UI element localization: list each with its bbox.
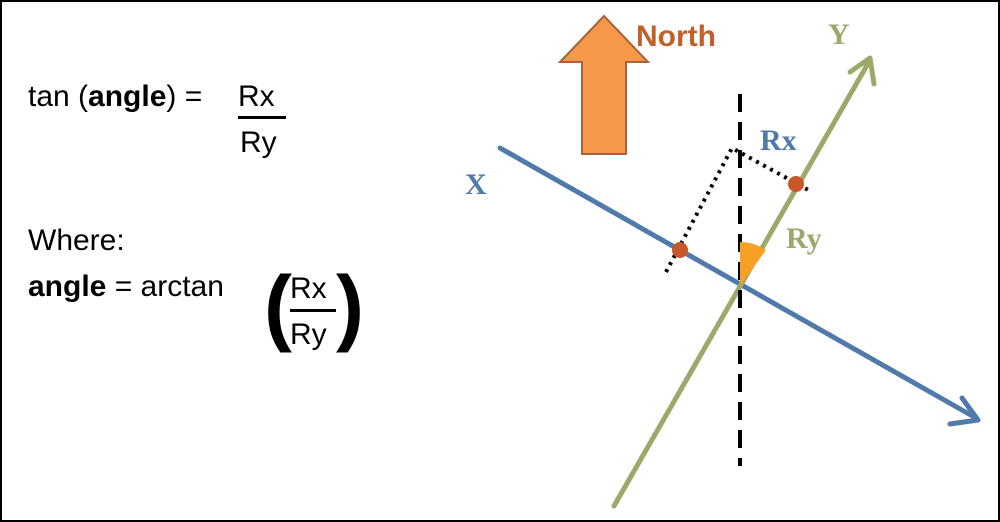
arctan-middle: = arctan — [106, 270, 224, 303]
y-projection-point — [788, 176, 804, 192]
x-axis-line — [497, 145, 979, 421]
ry-label: Ry — [786, 222, 822, 255]
where-label: Where: — [28, 224, 125, 257]
north-label: North — [636, 20, 716, 53]
arctan-formula: angle = arctan — [28, 270, 224, 304]
tan-suffix: ) = — [166, 80, 203, 113]
arctan-fraction-bar — [290, 309, 336, 312]
angle-wedge-icon — [740, 242, 766, 286]
y-axis-label: Y — [828, 18, 850, 51]
x-axis-arrowhead — [947, 395, 981, 427]
arctan-numerator: Rx — [290, 272, 327, 305]
tan-prefix: tan ( — [28, 80, 89, 113]
rx-projection-lines — [664, 145, 813, 273]
tan-formula: tan (angle) = — [28, 80, 202, 114]
rx-label: Rx — [760, 124, 797, 157]
tan-fraction-bar — [238, 116, 286, 119]
x-axis-label: X — [465, 168, 487, 201]
y-axis-arrowhead — [847, 55, 877, 87]
tan-angle-word: angle — [88, 80, 167, 113]
north-arrow-icon — [557, 14, 651, 155]
arctan-angle-word: angle — [28, 270, 107, 303]
open-paren: ( — [264, 259, 292, 353]
tan-denominator: Ry — [240, 126, 277, 159]
close-paren: ) — [336, 259, 364, 353]
x-projection-point — [672, 242, 688, 258]
tan-numerator: Rx — [238, 80, 275, 113]
arctan-denominator: Ry — [290, 318, 327, 351]
